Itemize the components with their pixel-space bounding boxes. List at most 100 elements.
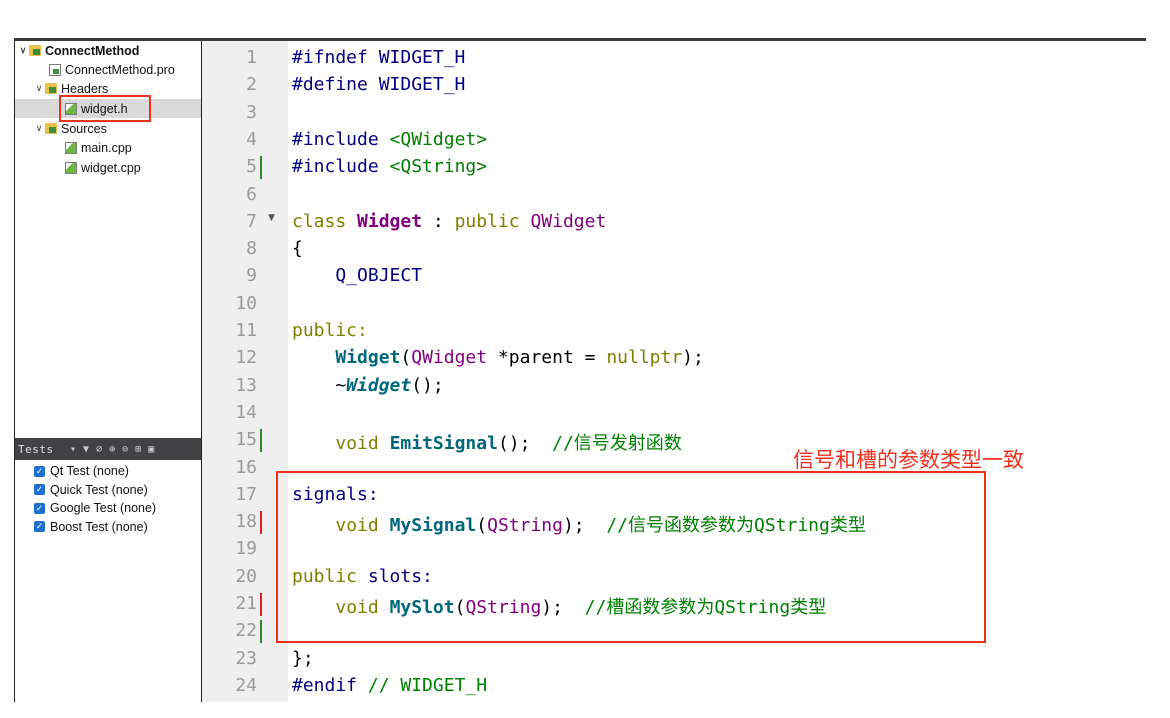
line-number: 15 (235, 429, 257, 451)
tree-item-label: Sources (61, 121, 107, 136)
line-number: 2 (246, 74, 257, 96)
tree-item-widget-h[interactable]: widget.h (15, 99, 202, 118)
code-text: #define WIDGET_H (292, 74, 466, 96)
test-item-label: Quick Test (none) (50, 482, 148, 497)
close-pane-icon[interactable]: ▣ (148, 443, 155, 455)
checkbox-checked-icon[interactable]: ✓ (34, 521, 45, 533)
code-line[interactable]: 14 (202, 398, 1147, 425)
cpp-file-icon (65, 141, 77, 154)
collapse-all-icon[interactable]: ⊖ (122, 443, 129, 455)
tree-item-widget-cpp[interactable]: widget.cpp (65, 158, 141, 177)
chevron-down-icon[interactable]: ∨ (35, 123, 43, 133)
change-marker (260, 620, 262, 644)
code-line[interactable]: 4 #include <QWidget> (202, 125, 1147, 152)
code-text: public slots: (292, 565, 433, 587)
line-number-gutter (202, 41, 288, 702)
checkbox-checked-icon[interactable]: ✓ (34, 465, 45, 477)
project-tree: ∨ ConnectMethod ConnectMethod.pro ∨ Head… (14, 41, 202, 438)
line-number: 4 (246, 128, 257, 150)
code-line[interactable]: 22 (202, 616, 1147, 644)
code-line[interactable]: 16 (202, 453, 1147, 480)
test-item-qt[interactable]: ✓ Qt Test (none) (15, 462, 202, 481)
code-line[interactable]: 19 (202, 534, 1147, 561)
tree-item-label: widget.cpp (81, 160, 141, 175)
tree-item-label: ConnectMethod.pro (65, 62, 175, 77)
tree-item-main-cpp[interactable]: main.cpp (65, 138, 132, 157)
headers-folder-icon (45, 83, 57, 94)
code-line[interactable]: 21 void MySlot(QString); //槽函数参数为QString… (202, 589, 1147, 618)
code-line[interactable]: 17 signals: (202, 480, 1147, 507)
line-number: 23 (235, 647, 257, 669)
tests-toolbar: Tests ▾ ▼ ∅ ⊕ ⊖ ⊞ ▣ (15, 438, 202, 460)
line-number: 22 (235, 620, 257, 642)
code-line[interactable]: 11 public: (202, 316, 1147, 343)
line-number: 3 (246, 101, 257, 123)
tree-item-sources[interactable]: ∨ Sources (33, 119, 107, 138)
code-line[interactable]: 7 ▼ class Widget : public QWidget (202, 207, 1147, 234)
code-line[interactable]: 13 ~Widget(); (202, 371, 1147, 398)
tree-item-label: ConnectMethod (45, 43, 140, 58)
tree-item-project[interactable]: ∨ ConnectMethod (17, 41, 140, 60)
test-item-label: Boost Test (none) (50, 519, 148, 534)
split-icon[interactable]: ⊞ (135, 443, 142, 455)
code-line[interactable]: 3 (202, 98, 1147, 125)
header-file-icon (65, 102, 77, 115)
test-item-boost[interactable]: ✓ Boost Test (none) (15, 518, 202, 537)
code-text: class Widget : public QWidget (292, 210, 607, 232)
line-number: 21 (235, 593, 257, 614)
code-text: #ifndef WIDGET_H (292, 47, 466, 68)
line-number: 11 (235, 320, 257, 341)
code-text: void MySlot(QString); //槽函数参数为QString类型 (335, 597, 827, 618)
line-number: 13 (235, 374, 257, 396)
code-text: public: (292, 320, 368, 341)
change-marker (260, 156, 262, 180)
tree-item-label: main.cpp (81, 140, 132, 155)
clear-icon[interactable]: ∅ (96, 443, 103, 455)
checkbox-checked-icon[interactable]: ✓ (34, 502, 45, 514)
expand-all-icon[interactable]: ⊕ (109, 443, 116, 455)
tree-item-label: widget.h (81, 101, 128, 116)
code-line[interactable]: 5 #include <QString> (202, 152, 1147, 180)
line-number: 16 (235, 456, 257, 478)
code-line[interactable]: 15 void EmitSignal(); //信号发射函数 (202, 425, 1147, 454)
line-number: 18 (235, 511, 257, 533)
code-line[interactable]: 10 (202, 289, 1147, 316)
code-text: #include <QWidget> (292, 128, 488, 150)
chevron-down-icon[interactable]: ∨ (35, 83, 43, 93)
code-text: signals: (292, 483, 379, 505)
pro-file-icon (49, 63, 61, 76)
tree-item-pro-file[interactable]: ConnectMethod.pro (49, 60, 175, 79)
checkbox-checked-icon[interactable]: ✓ (34, 484, 45, 496)
code-line[interactable]: 23 }; (202, 644, 1147, 671)
filter-icon[interactable]: ▼ (83, 443, 90, 455)
code-line[interactable]: 24 #endif // WIDGET_H (202, 671, 1147, 698)
line-number: 6 (246, 183, 257, 205)
code-line[interactable]: 6 (202, 180, 1147, 207)
dropdown-icon[interactable]: ▾ (70, 443, 77, 455)
code-line[interactable]: 2 #define WIDGET_H (202, 70, 1147, 97)
code-line[interactable]: 12 Widget(QWidget *parent = nullptr); (202, 343, 1147, 370)
tests-title: Tests (18, 442, 54, 456)
line-number: 19 (235, 538, 257, 560)
line-number: 1 (246, 47, 257, 68)
line-number: 7 (246, 210, 257, 232)
highlight-box-widget-h (59, 95, 151, 122)
change-marker (260, 593, 262, 616)
test-item-label: Google Test (none) (50, 501, 157, 516)
code-text: Q_OBJECT (292, 265, 423, 287)
chevron-down-icon[interactable]: ∨ (19, 45, 27, 55)
code-editor[interactable]: 1 #ifndef WIDGET_H 2 #define WIDGET_H 3 … (201, 41, 1147, 702)
tree-item-label: Headers (61, 81, 109, 96)
code-line[interactable]: 9 Q_OBJECT (202, 261, 1147, 288)
tree-item-headers[interactable]: ∨ Headers (33, 79, 109, 98)
code-line[interactable]: 1 #ifndef WIDGET_H (202, 43, 1147, 70)
line-number: 10 (235, 292, 257, 314)
code-text: #endif // WIDGET_H (292, 674, 488, 696)
code-line[interactable]: 20 public slots: (202, 562, 1147, 589)
test-item-google[interactable]: ✓ Google Test (none) (15, 499, 202, 518)
fold-arrow-icon[interactable]: ▼ (268, 212, 275, 223)
test-item-quick[interactable]: ✓ Quick Test (none) (15, 481, 202, 500)
code-line[interactable]: 18 void MySignal(QString); //信号函数参数为QStr… (202, 507, 1147, 536)
cpp-file-icon (65, 161, 77, 174)
code-line[interactable]: 8 { (202, 234, 1147, 261)
